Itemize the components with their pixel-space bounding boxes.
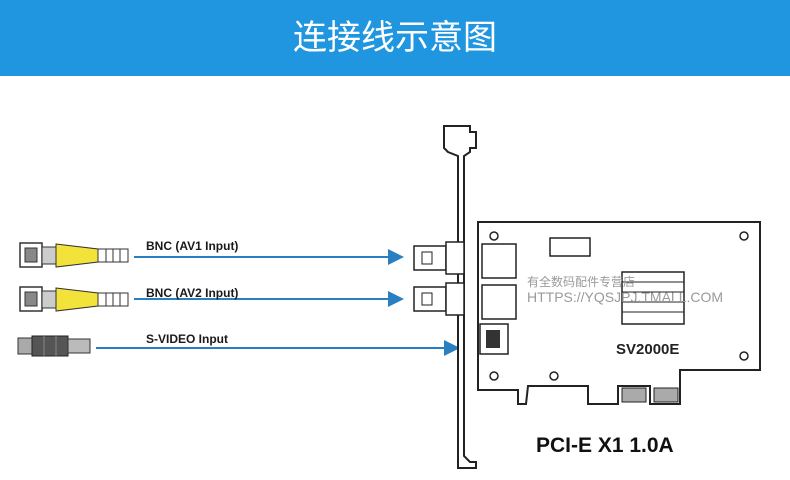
watermark-store-name: 有全数码配件专营店 [527,274,635,289]
header-banner [0,0,790,76]
bnc-cable-2 [19,286,129,312]
page-title: 连接线示意图 [293,18,497,58]
capture-card [413,125,761,469]
watermark-url: HTTPS://YQSJPJ.TMALL.COM [527,289,723,305]
bus-label: PCI-E X1 1.0A [536,434,674,457]
chip-label: SV2000E [616,341,679,358]
bnc-cable-1 [19,242,129,268]
cable-label-svideo: S-VIDEO Input [146,332,228,346]
svideo-cable [17,335,91,357]
cable-label-bnc-av2: BNC (AV2 Input) [146,286,238,300]
cable-label-bnc-av1: BNC (AV1 Input) [146,239,238,253]
